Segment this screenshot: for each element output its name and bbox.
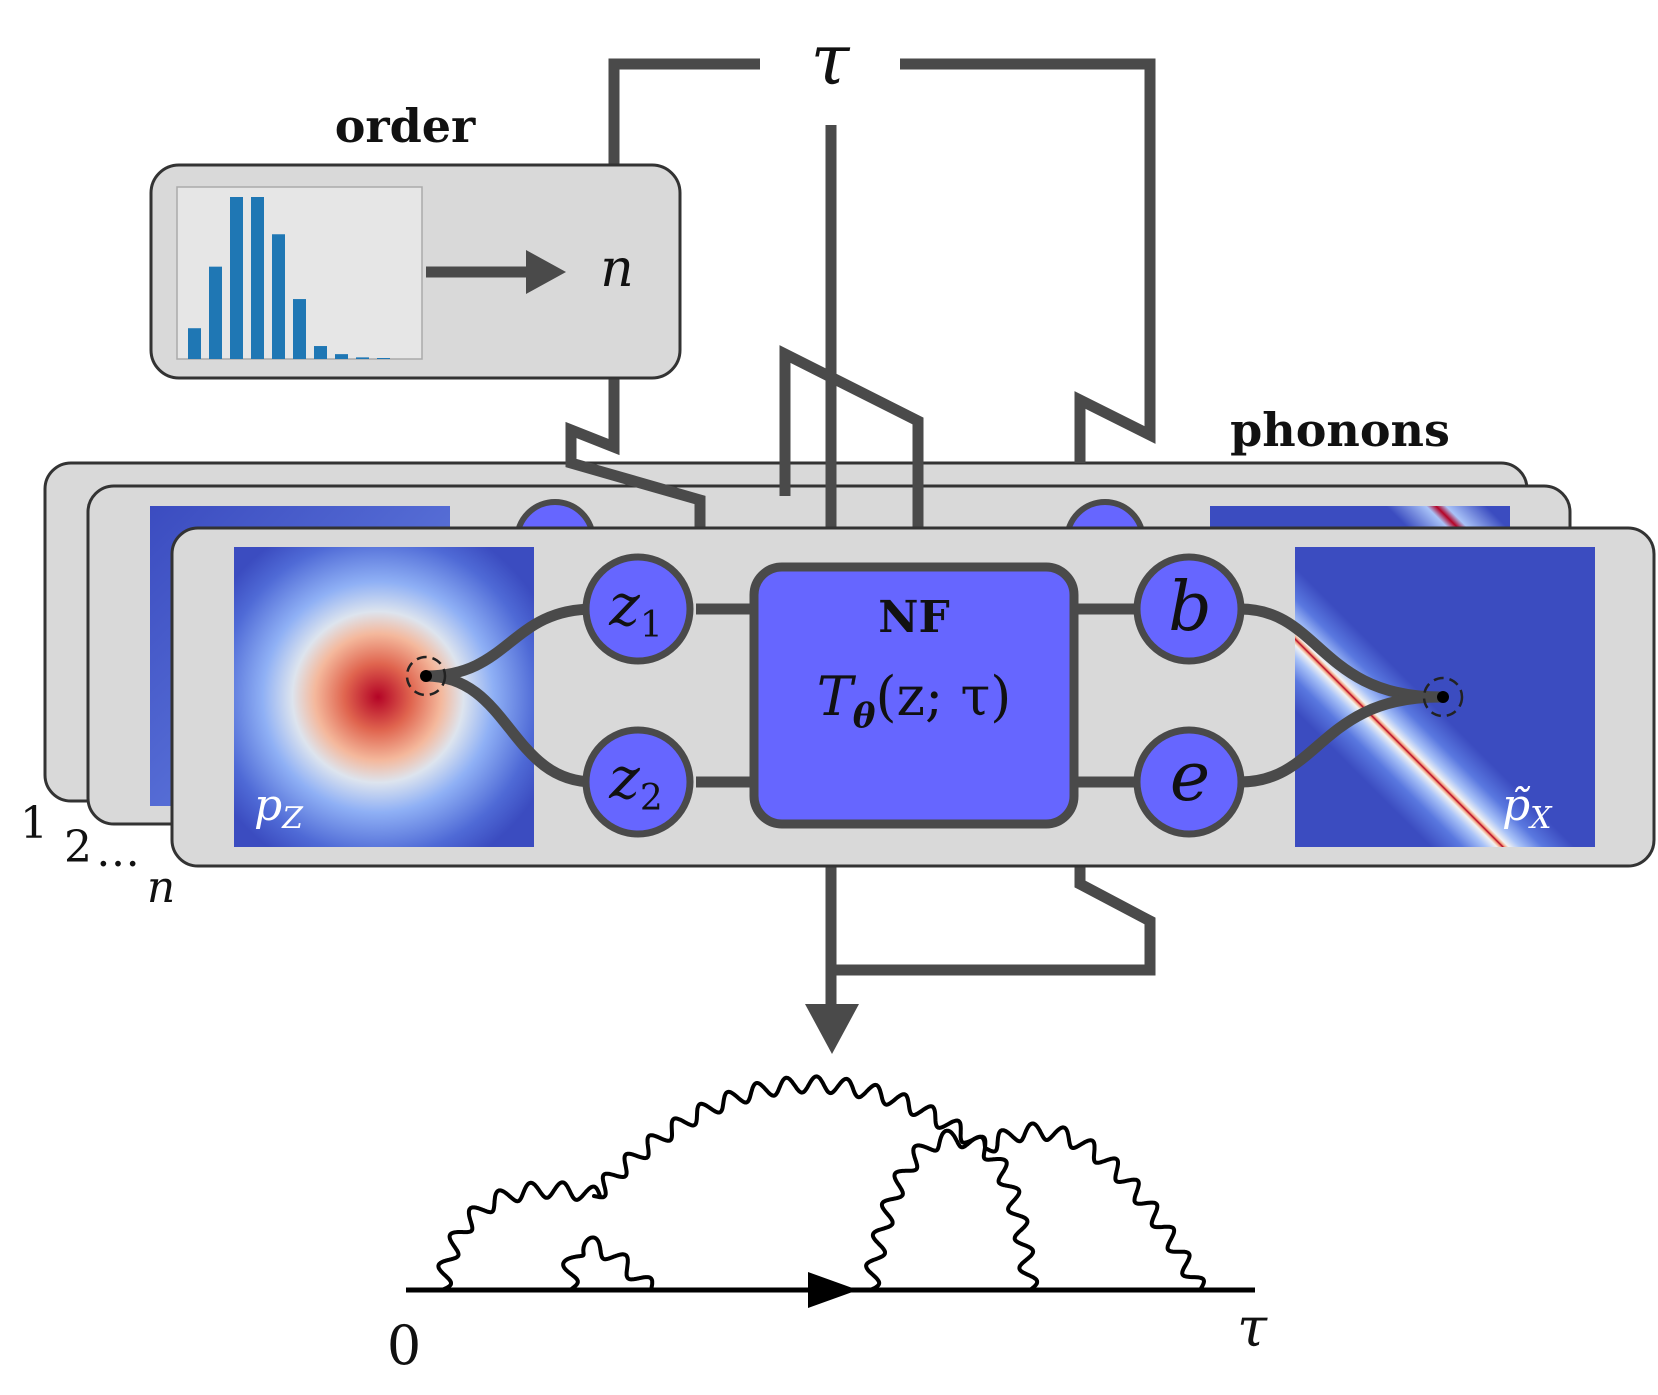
histogram-bar bbox=[314, 346, 327, 359]
node-e bbox=[1133, 726, 1245, 838]
z1-label: z1 bbox=[608, 571, 662, 646]
stack-index-dots: … bbox=[96, 826, 140, 877]
front-wires bbox=[425, 603, 1441, 788]
histogram-bar bbox=[377, 358, 390, 359]
nf-transform-label: Tθ(z; τ) bbox=[817, 665, 1012, 736]
histogram-bar bbox=[209, 266, 222, 359]
node-z1 bbox=[582, 553, 694, 665]
histogram-bar bbox=[251, 197, 264, 359]
time-start-label: 0 bbox=[387, 1314, 421, 1377]
output-wire bbox=[805, 866, 1156, 1054]
nf-title: NF bbox=[878, 592, 949, 643]
tau-wire-network bbox=[565, 58, 1156, 565]
b-label: b bbox=[1168, 568, 1212, 647]
phonon-propagator bbox=[983, 1121, 1206, 1292]
histogram-bar bbox=[335, 354, 348, 359]
phonon-propagator bbox=[436, 1180, 602, 1292]
order-n-label: n bbox=[600, 239, 634, 299]
tau-input-label: τ bbox=[811, 19, 851, 101]
stack-index-1: 1 bbox=[20, 798, 48, 849]
phonon-propagator bbox=[864, 1128, 987, 1292]
phonon-propagator bbox=[592, 1074, 988, 1200]
stack-index-n: n bbox=[147, 862, 175, 913]
latent-sample-point bbox=[405, 655, 447, 697]
feynman-diagram: 0 τ bbox=[387, 1074, 1268, 1377]
stack-index-2: 2 bbox=[64, 822, 92, 873]
node-b bbox=[1133, 553, 1245, 665]
time-end-label: τ bbox=[1237, 1296, 1268, 1359]
histogram-bar bbox=[188, 328, 201, 359]
histogram-bar bbox=[356, 357, 369, 359]
histogram-bar bbox=[230, 197, 243, 359]
e-label: e bbox=[1170, 738, 1210, 817]
normalizing-flow-block bbox=[749, 562, 1079, 829]
order-title: order bbox=[335, 99, 476, 153]
histogram-bar bbox=[272, 234, 285, 359]
phonons-title: phonons bbox=[1230, 403, 1450, 457]
electron-arrow bbox=[808, 1272, 858, 1308]
px-label: p̃X bbox=[1502, 780, 1553, 836]
histogram-bar bbox=[293, 299, 306, 359]
z2-label: z2 bbox=[608, 744, 662, 819]
phonon-propagator bbox=[981, 1146, 1040, 1292]
phonon-propagator bbox=[561, 1235, 655, 1292]
order-histogram bbox=[188, 197, 390, 359]
pz-label: pZ bbox=[254, 780, 304, 836]
target-sample-point bbox=[1422, 676, 1464, 718]
node-z2 bbox=[582, 726, 694, 838]
